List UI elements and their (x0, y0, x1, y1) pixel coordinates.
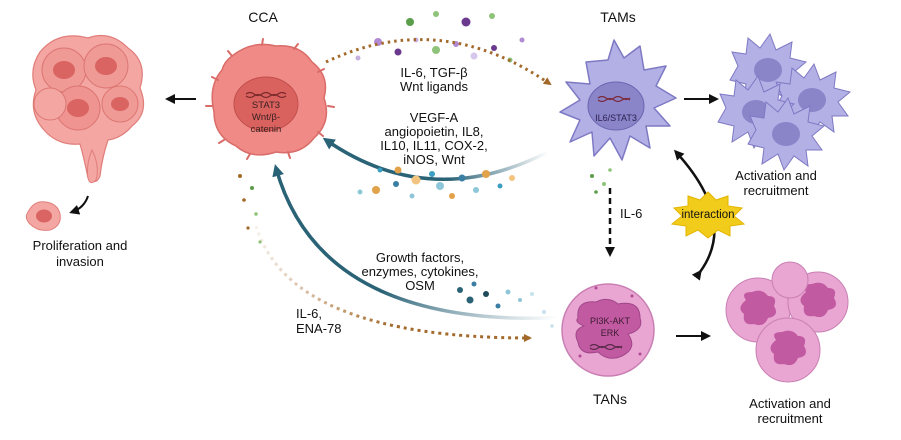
tam-to-tan-label: IL-6 (620, 206, 642, 221)
activated-tam-cluster (717, 32, 852, 172)
cca-to-tam-label-line1: IL-6, TGF-β (400, 65, 467, 80)
tam-activation-label-line2: recruitment (743, 183, 808, 198)
invading-cell (25, 201, 61, 231)
cluster-to-small-cell-arrow (69, 195, 89, 215)
tans-title: TANs (593, 391, 627, 407)
tam-nucleus-label: IL6/STAT3 (595, 113, 637, 123)
cca-nucleus-label-line2: Wnt/β- (252, 112, 280, 123)
cca-cell (205, 38, 335, 160)
tams-title: TAMs (600, 9, 636, 25)
tan-activation-label-line1: Activation and (749, 396, 831, 411)
tan-to-cca-label-line3: OSM (405, 278, 435, 293)
tam-to-cca-label-line4: iNOS, Wnt (403, 152, 465, 167)
proliferation-label-line1: Proliferation and (33, 238, 128, 253)
tam-to-cca-label-line3: IL10, IL11, COX-2, (380, 138, 487, 153)
tan-cell (561, 283, 655, 377)
tam-to-cca-label-line2: angiopoietin, IL8, (384, 124, 483, 139)
tan-to-cca-label-line1: Growth factors, (376, 250, 464, 265)
cca-to-tan-arrow (254, 225, 532, 342)
tam-cell (559, 39, 677, 161)
proliferation-label-line2: invasion (56, 254, 104, 269)
tam-to-tan-dots (590, 168, 612, 194)
interaction-burst (670, 191, 746, 239)
cca-title: CCA (248, 9, 278, 25)
tam-to-cca-arrow (322, 137, 549, 181)
tam-to-cca-factor-dots (357, 166, 515, 199)
tan-to-cca-label-line2: enzymes, cytokines, (361, 264, 478, 279)
cca-to-tam-factor-dots (355, 11, 525, 63)
tan-to-cca-factor-dots (457, 281, 554, 328)
activated-tan-cluster (725, 261, 849, 383)
cca-to-tan-label-line1: IL-6, (296, 306, 322, 321)
tan-to-cca-arrow (272, 164, 557, 321)
cca-nucleus-label-line3: catenin (251, 124, 282, 135)
cca-to-tan-label-line2: ENA-78 (296, 321, 342, 336)
tan-activation-label-line2: recruitment (757, 411, 822, 426)
interaction-label: interaction (681, 209, 734, 221)
tam-activation-label-line1: Activation and (735, 168, 817, 183)
tam-to-cca-label-line1: VEGF-A (410, 110, 459, 125)
cca-to-tam-label-line2: Wnt ligands (400, 79, 468, 94)
tan-nucleus-label-line2: ERK (601, 328, 620, 338)
tan-nucleus-label-line1: PI3K-AKT (590, 316, 631, 326)
cca-nucleus-label-line1: STAT3 (252, 100, 280, 111)
proliferating-tumor-cluster (32, 35, 145, 184)
